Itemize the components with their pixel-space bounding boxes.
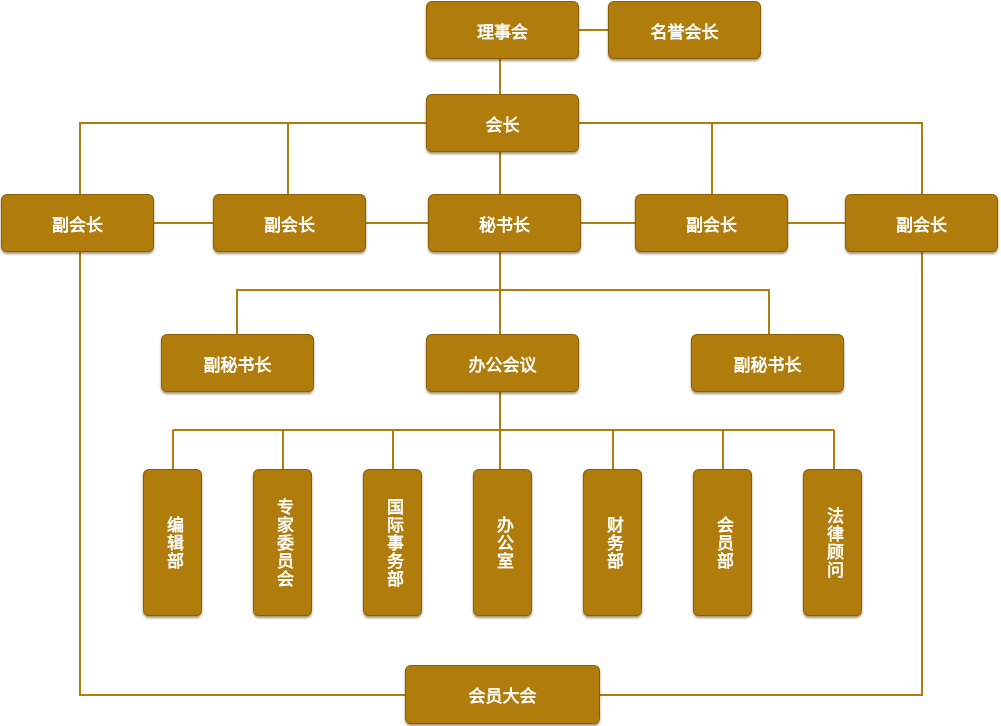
node-honorary-president-label: 名誉会长 [650, 22, 719, 43]
node-board: 理事会 [426, 1, 579, 59]
node-vice-president-4-label: 副会长 [896, 215, 947, 236]
node-deputy-secretary-1-label: 副秘书长 [203, 355, 272, 376]
connector-president-right [579, 122, 923, 194]
node-deputy-secretary-2-label: 副秘书长 [733, 355, 802, 376]
node-vice-president-1-label: 副会长 [52, 215, 103, 236]
node-vice-president-4: 副会长 [845, 194, 998, 252]
dept-expert-committee: 专家委员会 [253, 469, 312, 616]
dept-editorial-label: 编辑部 [163, 515, 183, 570]
node-general-assembly-label: 会员大会 [468, 687, 537, 707]
dept-international-affairs-label: 国际事务部 [383, 497, 403, 588]
dept-finance: 财务部 [583, 469, 642, 616]
node-honorary-president: 名誉会长 [608, 1, 761, 59]
node-vice-president-2: 副会长 [213, 194, 366, 252]
dept-editorial: 编辑部 [143, 469, 202, 616]
node-board-label: 理事会 [477, 22, 528, 43]
connector-president-left [79, 122, 426, 194]
node-general-assembly: 会员大会 [405, 665, 600, 724]
node-vice-president-3: 副会长 [635, 194, 788, 252]
dept-legal-counsel: 法律顾问 [803, 469, 862, 616]
node-deputy-secretary-1: 副秘书长 [161, 334, 314, 392]
connector-vp4-assembly [600, 252, 923, 696]
node-president-label: 会长 [485, 115, 520, 136]
node-vice-president-2-label: 副会长 [264, 215, 315, 236]
dept-finance-label: 财务部 [603, 515, 623, 570]
node-office-meeting: 办公会议 [426, 334, 579, 392]
connector-vp1-assembly [79, 252, 405, 696]
node-office-meeting-label: 办公会议 [468, 355, 537, 376]
node-vice-president-3-label: 副会长 [686, 215, 737, 236]
node-secretary-general-label: 秘书长 [479, 215, 530, 236]
dept-office-label: 办公室 [493, 515, 513, 570]
connector-sec-deputies [236, 289, 770, 334]
dept-legal-counsel-label: 法律顾问 [823, 506, 843, 579]
node-secretary-general: 秘书长 [428, 194, 581, 252]
dept-membership-label: 会员部 [713, 515, 733, 570]
node-deputy-secretary-2: 副秘书长 [691, 334, 844, 392]
dept-expert-committee-label: 专家委员会 [273, 497, 293, 588]
dept-international-affairs: 国际事务部 [363, 469, 422, 616]
node-vice-president-1: 副会长 [1, 194, 154, 252]
dept-membership: 会员部 [693, 469, 752, 616]
dept-office: 办公室 [473, 469, 532, 616]
node-president: 会长 [426, 94, 579, 152]
